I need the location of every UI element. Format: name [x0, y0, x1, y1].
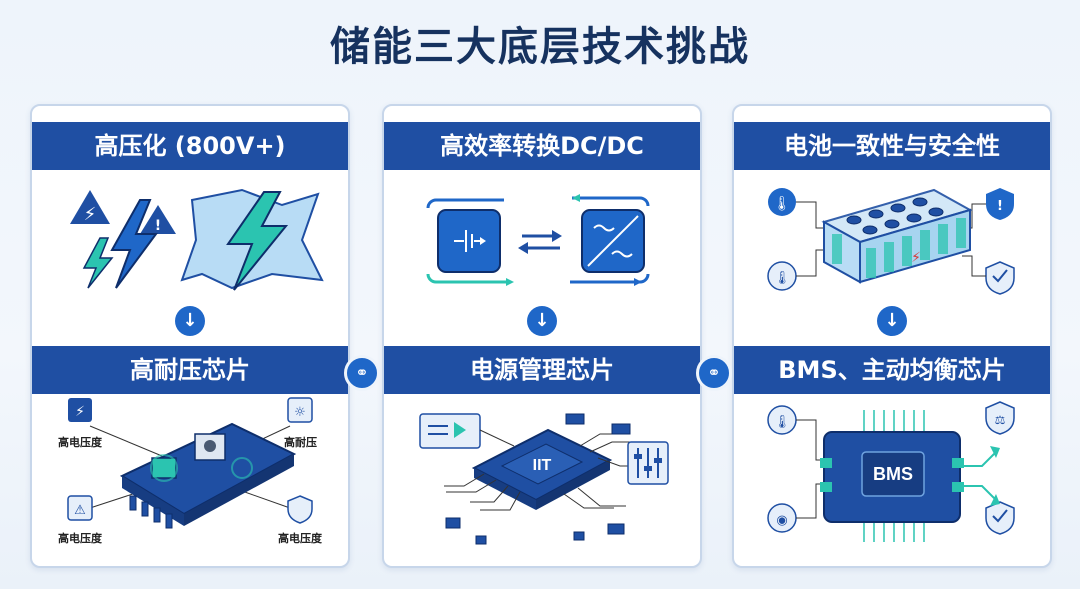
warning-icon: !: [140, 205, 176, 234]
chip-header: BMS、主动均衡芯片: [734, 346, 1050, 394]
svg-text:⚠: ⚠: [74, 503, 86, 518]
svg-text:🌡: 🌡: [774, 414, 791, 430]
down-arrow-icon: ↓: [527, 306, 557, 336]
battery-pack-illustration: 🌡 🌡 !: [734, 170, 1050, 300]
card-high-voltage: 高压化 (800V+) ⚡ ! ↓ 高耐压芯片: [30, 104, 350, 568]
down-arrow-icon: ↓: [175, 306, 205, 336]
card-dcdc: 高效率转换DC/DC ↓: [382, 104, 702, 568]
label-high-voltage: 高电压度: [58, 436, 102, 449]
label-high-voltage: 高电压度: [58, 532, 102, 545]
label-high-voltage: 高电压度: [278, 532, 322, 545]
chip-header: 高耐压芯片: [32, 346, 348, 394]
converter-illustration: [384, 170, 700, 300]
page-title: 储能三大底层技术挑战: [330, 24, 750, 70]
label-withstand: 高耐压: [284, 436, 317, 449]
down-arrow-icon: ↓: [877, 306, 907, 336]
lightning-icon: [82, 237, 114, 289]
lightning-icon: [110, 199, 158, 289]
bms-chip-label: BMS: [873, 464, 913, 484]
svg-text:🌡: 🌡: [773, 196, 791, 212]
link-icon: ⚭: [696, 355, 732, 391]
chip-header: 电源管理芯片: [384, 346, 700, 394]
convert-arrow-icon: [518, 230, 562, 254]
pmic-illustration: IIT: [384, 396, 700, 561]
challenge-header: 高压化 (800V+): [32, 122, 348, 170]
bms-board-illustration: 🌡 ◉ ⚖: [734, 396, 1050, 561]
svg-text:IIT: IIT: [533, 457, 552, 474]
challenge-header: 电池一致性与安全性: [734, 122, 1050, 170]
challenge-header: 高效率转换DC/DC: [384, 122, 700, 170]
svg-text:◉: ◉: [776, 513, 787, 528]
svg-text:🌡: 🌡: [774, 270, 791, 286]
link-icon: ⚭: [344, 355, 380, 391]
dc-source-icon: [437, 209, 501, 273]
svg-text:⚖: ⚖: [995, 413, 1006, 427]
lightning-icon: [226, 191, 289, 291]
svg-text:⚡: ⚡: [84, 204, 97, 225]
svg-text:☼: ☼: [294, 405, 306, 420]
svg-text:!: !: [155, 218, 161, 234]
svg-text:⚡: ⚡: [911, 250, 921, 266]
lightning-illustration: ⚡ !: [32, 170, 348, 300]
card-battery: 电池一致性与安全性 🌡 🌡 !: [732, 104, 1052, 568]
svg-text:!: !: [997, 199, 1003, 214]
chip-illustration: ⚡ ☼ ⚠ 高电压度 高耐压 高电压度 高电压度: [32, 396, 348, 561]
warning-icon: ⚡: [70, 190, 110, 225]
svg-text:⚡: ⚡: [75, 404, 85, 420]
